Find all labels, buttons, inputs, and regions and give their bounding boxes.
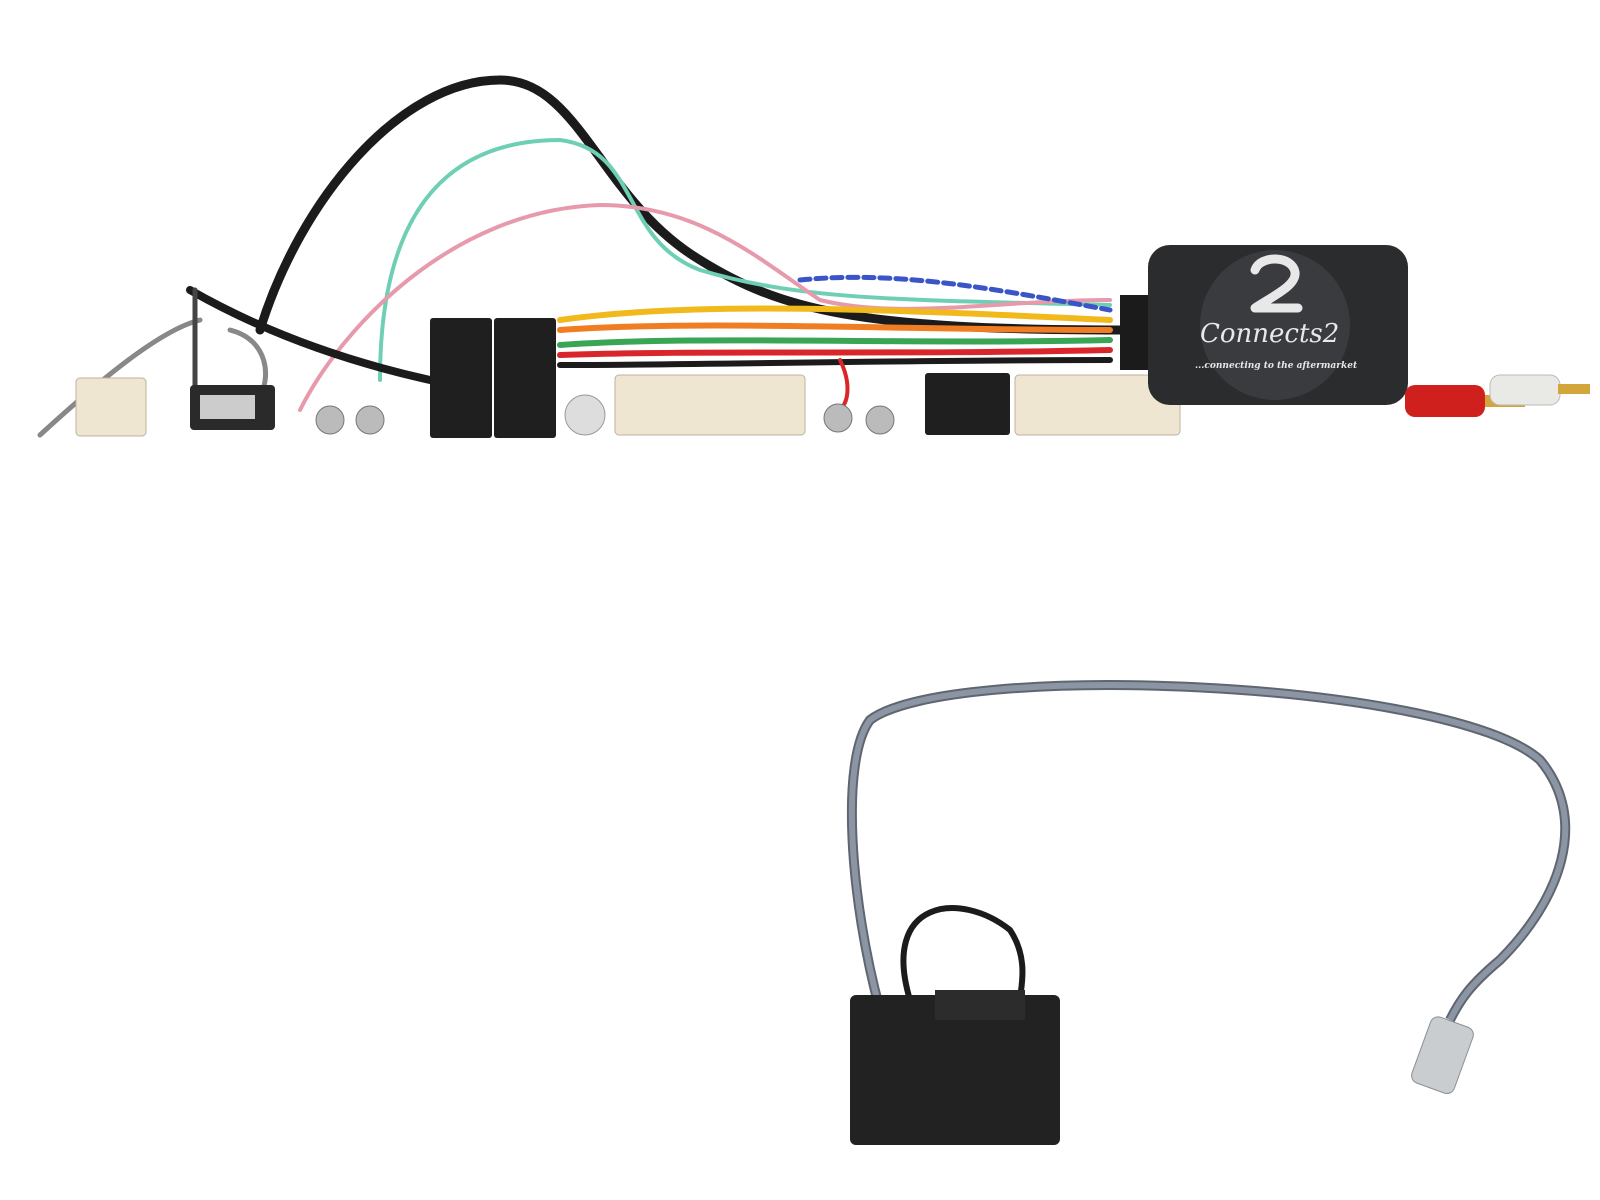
iso-connector-right bbox=[494, 318, 556, 438]
large-cream-connector bbox=[614, 374, 806, 436]
small-cream-connector bbox=[75, 377, 147, 437]
interface-box: Connects2 ...connecting to the aftermark… bbox=[1120, 245, 1408, 405]
logo-brand: Connects2 bbox=[1200, 319, 1339, 349]
ring-terminal bbox=[823, 403, 853, 433]
logo-tagline: ...connecting to the aftermarket bbox=[1195, 361, 1358, 371]
harness-wires bbox=[37, 75, 1125, 438]
antenna-socket bbox=[564, 394, 606, 436]
antenna-adapter bbox=[846, 680, 1571, 1145]
ring-terminal bbox=[865, 405, 895, 435]
antenna-plug bbox=[1411, 1016, 1474, 1095]
rca-plugs bbox=[1405, 374, 1590, 417]
iso-connector-left bbox=[430, 318, 492, 438]
black-12-pin-connector bbox=[850, 995, 1060, 1145]
logo-two-mark bbox=[1250, 254, 1303, 313]
ring-terminal bbox=[355, 405, 385, 435]
connectors bbox=[75, 318, 1181, 438]
black-connector bbox=[925, 373, 1010, 435]
ring-terminal bbox=[315, 405, 345, 435]
